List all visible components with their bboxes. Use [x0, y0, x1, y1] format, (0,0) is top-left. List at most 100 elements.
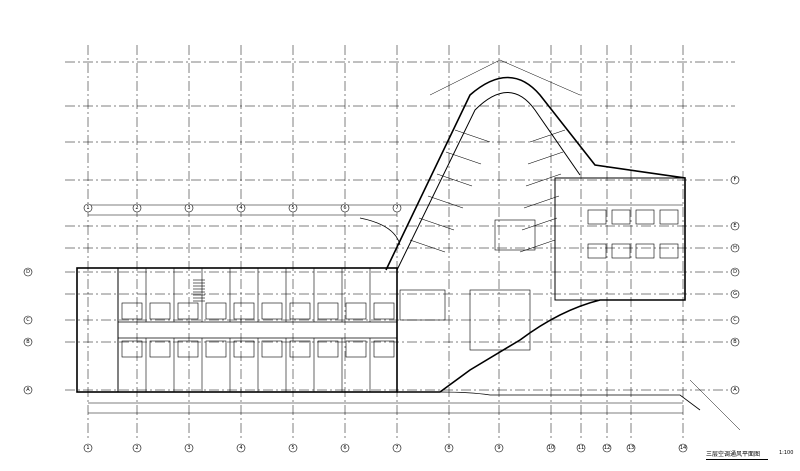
- bathroom-unit: [121, 340, 143, 358]
- row-axis-label-left: A: [26, 387, 30, 393]
- column-axis-label-circle: [236, 443, 246, 453]
- row-axis-label-left-circle: [23, 337, 33, 347]
- column-axis-label-circle: [83, 443, 93, 453]
- room-partition: [527, 151, 564, 165]
- left-wing-inner: [117, 267, 398, 393]
- bathroom-unit: [317, 302, 339, 320]
- row-axis-label-left: D: [26, 269, 30, 275]
- column-axis-label: 12: [604, 445, 610, 451]
- row-axis-label-right-circle: [730, 337, 740, 347]
- room-partition: [525, 173, 562, 187]
- row-axis-label-right-circle: [730, 243, 740, 253]
- bathroom-unit: [317, 340, 339, 358]
- column-axis-label: 5: [291, 445, 294, 451]
- row-axis-label-left: B: [26, 339, 30, 345]
- column-axis-label-top-circle: [288, 203, 298, 213]
- row-axis-label-right: F: [734, 177, 737, 183]
- column-axis-label: 2: [135, 445, 138, 451]
- column-axis-label-top-circle: [340, 203, 350, 213]
- bathroom-unit: [635, 243, 655, 259]
- row-axis-label-right: A: [733, 387, 737, 393]
- column-axis-label-circle: [626, 443, 636, 453]
- column-axis-label: 9: [497, 445, 500, 451]
- row-axis-label-left: C: [26, 317, 30, 323]
- column-axis-label: 3: [187, 445, 190, 451]
- row-axis-label-right-circle: [730, 267, 740, 277]
- column-axis-label-top-circle: [132, 203, 142, 213]
- bathroom-unit: [345, 302, 367, 320]
- service-room: [469, 289, 531, 351]
- row-axis-label-left-circle: [23, 385, 33, 395]
- column-axis-label-circle: [288, 443, 298, 453]
- leader-line: [689, 379, 741, 431]
- right-block-wall: [554, 177, 686, 301]
- bathroom-unit: [233, 302, 255, 320]
- row-axis-label-right: C: [733, 317, 737, 323]
- column-axis-label: 11: [578, 445, 584, 451]
- row-axis-label-right-circle: [730, 289, 740, 299]
- bathroom-unit: [205, 340, 227, 358]
- row-axis-label-left-circle: [23, 315, 33, 325]
- canopy-line: [439, 391, 701, 411]
- left-wing-wall: [76, 267, 398, 393]
- column-axis-label-top-circle: [392, 203, 402, 213]
- room-partition: [427, 195, 464, 209]
- bathroom-unit: [373, 340, 395, 358]
- drawing-title: 三层空调通风平面图: [706, 449, 768, 460]
- column-axis-label: 8: [447, 445, 450, 451]
- bathroom-unit: [635, 209, 655, 225]
- column-axis-label-circle: [546, 443, 556, 453]
- column-axis-label-top: 1: [86, 205, 89, 211]
- column-axis-label-circle: [392, 443, 402, 453]
- building-walls: [76, 59, 741, 431]
- column-axis-label-circle: [340, 443, 350, 453]
- service-room: [399, 289, 446, 321]
- bathroom-unit: [587, 209, 607, 225]
- column-axis-label-top-circle: [236, 203, 246, 213]
- column-axis-label: 4: [239, 445, 242, 451]
- column-axis-label-circle: [576, 443, 586, 453]
- bathroom-unit: [177, 302, 199, 320]
- row-axis-label-right-circle: [730, 221, 740, 231]
- row-axis-label-right-circle: [730, 175, 740, 185]
- bathroom-unit: [289, 340, 311, 358]
- bathroom-unit: [373, 302, 395, 320]
- room-partition: [409, 239, 446, 253]
- column-axis-label: 7: [395, 445, 398, 451]
- column-axis-label: 10: [548, 445, 554, 451]
- column-axis-label-top: 7: [395, 205, 398, 211]
- tower-wall: [385, 76, 686, 393]
- column-axis-label: 1: [86, 445, 89, 451]
- bathroom-unit: [149, 302, 171, 320]
- bathroom-unit: [659, 209, 679, 225]
- column-axis-label-top-circle: [83, 203, 93, 213]
- column-axis-label-circle: [678, 443, 688, 453]
- row-axis-label-right: D: [733, 269, 737, 275]
- bathroom-unit: [261, 302, 283, 320]
- bathroom-unit: [289, 302, 311, 320]
- column-axis-label: 14: [680, 445, 686, 451]
- bathroom-unit: [587, 243, 607, 259]
- bathroom-unit: [205, 302, 227, 320]
- bathroom-unit: [233, 340, 255, 358]
- room-partition: [445, 151, 482, 165]
- bathroom-unit: [261, 340, 283, 358]
- bathroom-unit: [659, 243, 679, 259]
- room-partition: [523, 195, 560, 209]
- bathroom-unit: [149, 340, 171, 358]
- column-axis-label: 13: [628, 445, 634, 451]
- column-axis-label-circle: [494, 443, 504, 453]
- row-axis-label-right: B: [733, 339, 737, 345]
- curve-line: [359, 217, 401, 246]
- row-axis-label-right-circle: [730, 385, 740, 395]
- row-axis-label-right: H: [733, 245, 737, 251]
- column-axis-label-circle: [184, 443, 194, 453]
- row-axis-label-left-circle: [23, 267, 33, 277]
- room-partition: [418, 217, 455, 231]
- bathroom-unit: [121, 302, 143, 320]
- tower-inner-wall: [396, 92, 581, 271]
- room-partition: [529, 129, 566, 143]
- elevator-core: [494, 219, 536, 251]
